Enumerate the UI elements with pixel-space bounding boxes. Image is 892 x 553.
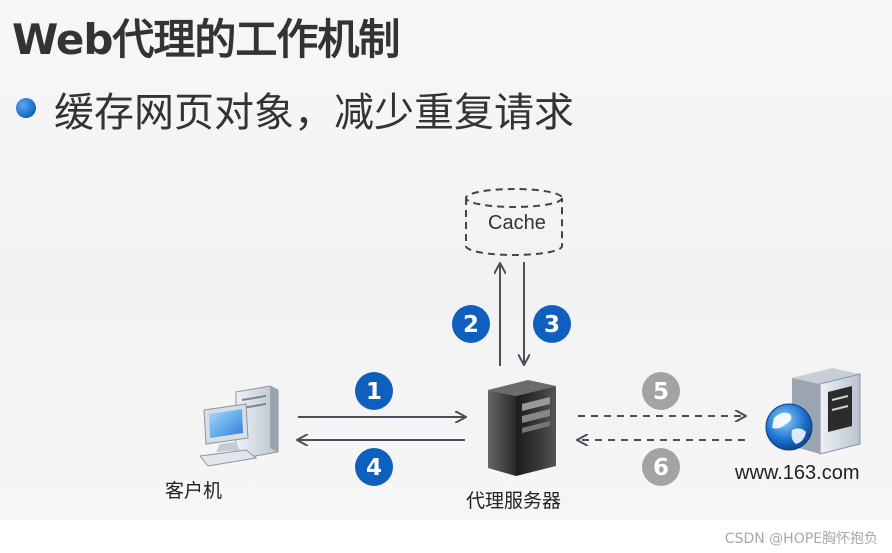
client-label: 客户机: [165, 480, 223, 502]
proxy-label: 代理服务器: [466, 490, 562, 512]
server-label: www.163.com: [735, 462, 860, 484]
step-badge-1: 1: [355, 372, 393, 410]
svg-text:4: 4: [366, 455, 382, 481]
svg-text:2: 2: [463, 312, 479, 338]
svg-text:1: 1: [366, 379, 382, 405]
watermark: CSDN @HOPE胸怀抱负: [724, 531, 878, 547]
step-badge-3: 3: [533, 305, 571, 343]
bullet-text: 缓存网页对象，减少重复请求: [54, 90, 574, 136]
slide-title: Web代理的工作机制: [12, 15, 400, 64]
svg-text:3: 3: [544, 312, 560, 338]
step-badge-6: 6: [642, 448, 680, 486]
step-badge-5: 5: [642, 372, 680, 410]
svg-text:6: 6: [653, 455, 669, 481]
proxy-server-icon: [488, 380, 556, 476]
step-badge-4: 4: [355, 448, 393, 486]
cache-cylinder-icon: [465, 188, 563, 256]
cache-label: Cache: [488, 212, 546, 234]
bottom-bar: [0, 520, 892, 553]
globe-icon: [765, 403, 813, 451]
bullet-dot-icon: [16, 98, 36, 118]
proxy-diagram: 2 3 1 4 5 6: [199, 188, 861, 486]
client-computer-icon: [199, 385, 279, 467]
slide: [0, 0, 892, 520]
svg-text:5: 5: [653, 379, 669, 405]
step-badge-2: 2: [452, 305, 490, 343]
